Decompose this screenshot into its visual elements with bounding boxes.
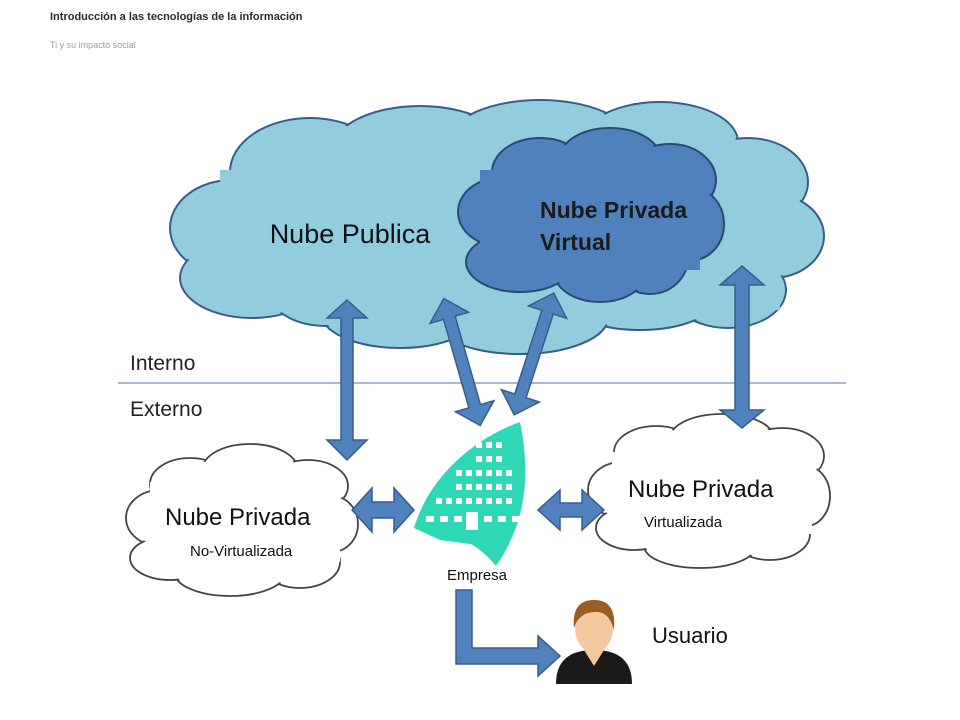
arrow-virtual-to-right [717, 265, 767, 429]
page-subtitle: Ti y su impacto social [50, 40, 136, 50]
arrow-public-to-company [428, 297, 496, 427]
virtual-private-label-1: Nube Privada [540, 197, 687, 223]
building-icon [414, 422, 526, 566]
private-cloud-virtualized: Nube Privada Virtualizada [587, 413, 831, 569]
user-avatar-icon [556, 600, 632, 684]
arrow-company-to-right [536, 488, 606, 532]
private-right-sublabel: Virtualizada [644, 514, 723, 531]
arrow-virtual-to-company [499, 292, 569, 416]
zone-external-label: Externo [130, 398, 202, 421]
zone-internal-label: Interno [130, 352, 195, 375]
private-left-sublabel: No-Virtualizada [190, 543, 293, 560]
virtual-private-cloud: Nube Privada Virtual [457, 127, 725, 303]
private-right-label: Nube Privada [628, 476, 774, 503]
arrow-company-to-user [455, 589, 562, 678]
arrow-public-to-left [325, 298, 369, 462]
private-cloud-nonvirtual: Nube Privada No-Virtualizada [125, 443, 359, 597]
arrows [325, 265, 767, 678]
private-left-label: Nube Privada [165, 504, 311, 531]
company-label: Empresa [447, 567, 508, 584]
page-title: Introducción a las tecnologías de la inf… [50, 11, 303, 23]
virtual-private-label-2: Virtual [540, 229, 611, 255]
user-label: Usuario [652, 623, 728, 648]
public-cloud-label: Nube Publica [270, 219, 432, 249]
arrow-left-to-company [350, 486, 416, 534]
